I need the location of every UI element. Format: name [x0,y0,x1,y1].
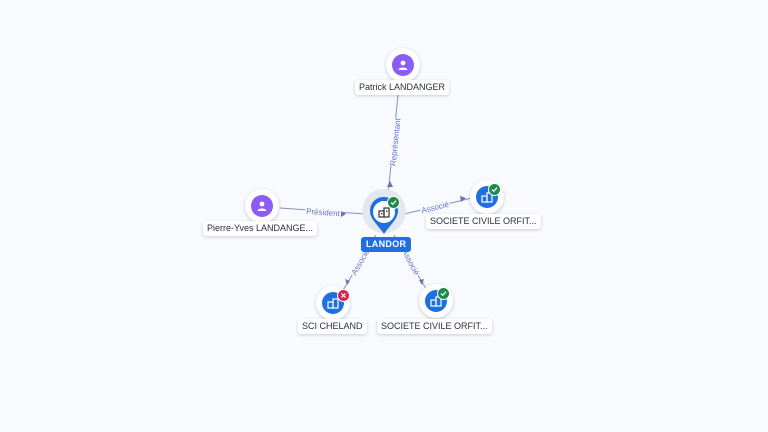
status-active-badge [488,183,501,196]
node-label-sci-cheland[interactable]: SCI CHELAND [298,319,367,334]
close-icon [341,293,346,298]
edge-arrow [345,279,350,285]
node-label-pierre-yves[interactable]: Pierre-Yves LANDANGE... [203,221,318,236]
person-node-circle [392,54,414,76]
edge-arrow [460,196,466,202]
node-label-landor[interactable]: LANDOR [361,237,412,252]
node-label-orfit-1[interactable]: SOCIETE CIVILE ORFIT... [426,214,541,229]
edge-arrow [419,279,424,285]
status-closed-badge [337,289,350,302]
check-icon [491,187,498,193]
edge-label-associe-3: Associé [400,248,421,277]
status-active-badge [437,287,450,300]
person-icon [257,201,267,211]
edge-label-representant: Représentant [389,117,403,166]
node-label-orfit-2[interactable]: SOCIETE CIVILE ORFIT... [377,319,492,334]
edge-label-president: Président [306,207,341,218]
node-label-patrick[interactable]: Patrick LANDANGER [355,80,450,95]
building-icon [327,298,339,309]
edge-arrow [341,211,346,217]
edge-arrow [387,181,393,187]
check-icon [440,291,447,297]
building-icon [378,207,390,218]
check-icon [390,200,397,206]
person-node-circle [251,195,273,217]
status-active-badge [387,196,400,209]
edge-label-associe-1: Associé [420,200,450,216]
person-icon [398,60,408,70]
